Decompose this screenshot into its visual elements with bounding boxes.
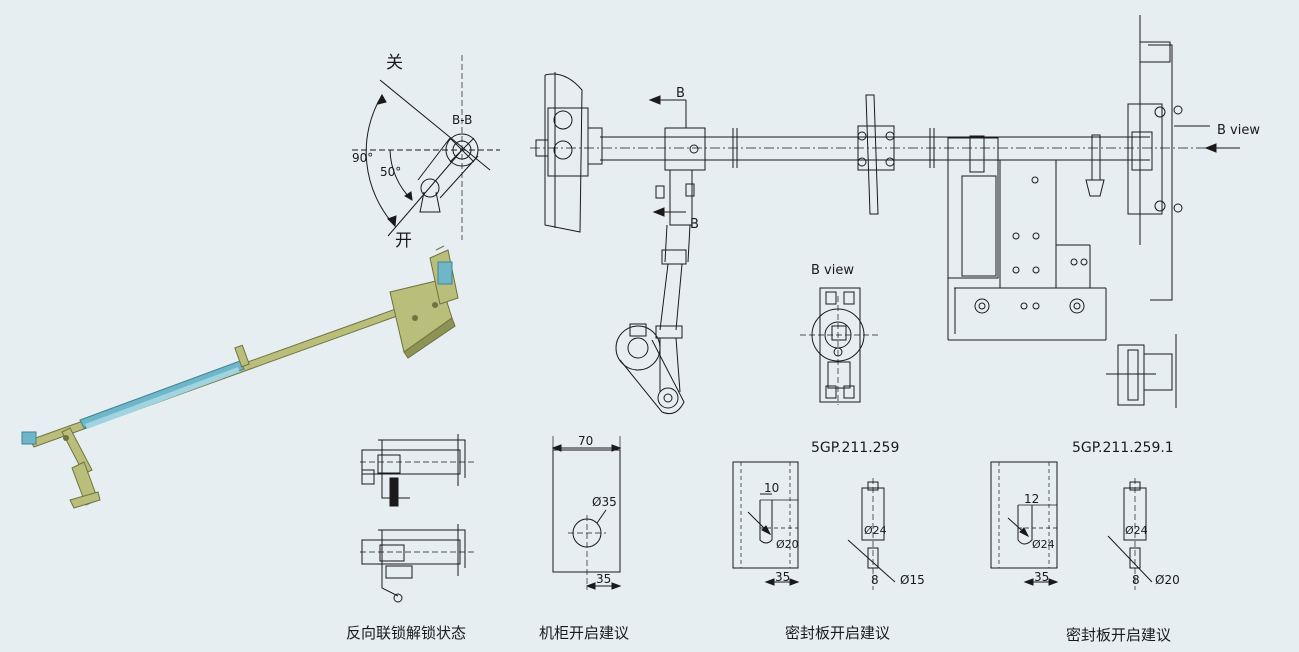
- section-bb-label: B-B: [452, 113, 472, 127]
- angle-90-label: 90°: [352, 151, 373, 165]
- seal-plate-2-pin-dia: Ø20: [1155, 573, 1180, 587]
- seal-plate-2-slot-dia: Ø24: [1032, 538, 1055, 551]
- cabinet-width-dim: 70: [578, 434, 593, 448]
- section-mark-top: B: [676, 86, 685, 101]
- seal-plate-1-pin-dia: Ø15: [900, 573, 925, 587]
- seal-plate-2-boss-dia: Ø24: [1125, 524, 1148, 537]
- main-shaft-drawing: B B: [530, 15, 1260, 415]
- close-label: 关: [386, 53, 403, 73]
- b-view-title: B view: [811, 263, 854, 278]
- section-mark-bottom: B: [690, 217, 699, 232]
- seal-plate-1-slot-dia: Ø20: [776, 538, 799, 551]
- interlock-detail: [360, 434, 475, 603]
- seal-plate-1-offset-dim: 35: [775, 570, 790, 584]
- cabinet-hole-dia: Ø35: [592, 495, 617, 509]
- seal-plate-1-slot-width: 10: [764, 481, 779, 495]
- caption-seal-plate-opening-1: 密封板开启建议: [785, 624, 891, 642]
- open-label: 开: [395, 231, 412, 251]
- cabinet-offset-dim: 35: [596, 572, 611, 586]
- seal-plate-2-offset-dim: 35: [1034, 570, 1049, 584]
- seal-plate-1-boss-dia: Ø24: [864, 524, 887, 537]
- seal-plate-2-pin-width: 8: [1132, 573, 1140, 587]
- caption-cabinet-opening: 机柜开启建议: [539, 624, 630, 642]
- seal-plate-2-slot-width: 12: [1024, 492, 1039, 506]
- b-view-arrow-label: B view: [1217, 123, 1260, 138]
- caption-seal-plate-opening-2: 密封板开启建议: [1066, 626, 1172, 644]
- b-view-detail: B view: [800, 263, 878, 405]
- seal-plate-1-drawing: 5GP.211.259 10 Ø20 35 Ø24 Ø15 8: [732, 440, 925, 590]
- seal-plate-1-pin-width: 8: [871, 573, 879, 587]
- 3d-mechanism-model: [21, 245, 459, 509]
- seal-plate-2-drawing: 5GP.211.259.1 12 Ø24 35 Ø24 Ø20 8: [990, 440, 1180, 590]
- seal-plate-2-part-no: 5GP.211.259.1: [1072, 440, 1174, 456]
- seal-plate-1-part-no: 5GP.211.259: [811, 440, 899, 456]
- angle-diagram: 关 开 90° 50° B-B: [352, 53, 500, 251]
- cabinet-opening-drawing: 70 Ø35 35: [551, 434, 622, 590]
- caption-interlock-unlock: 反向联锁解锁状态: [346, 624, 467, 642]
- angle-50-label: 50°: [380, 165, 401, 179]
